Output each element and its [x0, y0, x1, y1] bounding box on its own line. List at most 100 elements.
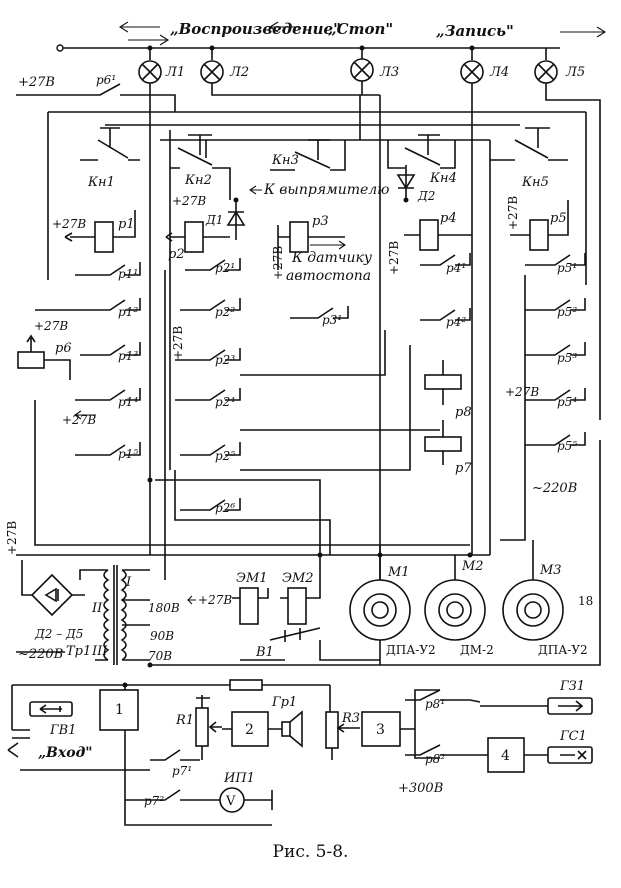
- block-label-3: 3: [376, 722, 385, 738]
- supply-27v-p1-4: +27В: [62, 413, 96, 427]
- button-kn2: [170, 134, 231, 200]
- switch-b1: [240, 627, 380, 661]
- diode-d1: [226, 200, 246, 240]
- speaker-gr1: [281, 710, 303, 748]
- button-label-kn2: Кн2: [184, 173, 212, 188]
- lower-frame: [11, 679, 331, 826]
- speaker-label-gr1: Гр1: [271, 695, 297, 710]
- contact-p5-4: p5⁴: [557, 395, 577, 409]
- resistor-r3: [325, 711, 360, 760]
- contact-p7-2: p7²: [144, 794, 164, 808]
- relay-coil-p6: [17, 334, 71, 380]
- block-1: [99, 689, 139, 731]
- voltmeter-label: ИП1: [223, 771, 255, 786]
- supply-vert-3: +27В: [506, 196, 520, 230]
- contact-p5-2: p5²: [557, 305, 577, 319]
- supply-300v: +300В: [398, 781, 443, 796]
- connector-gs1: [547, 746, 593, 764]
- lamp-l1: [138, 60, 162, 84]
- button-kn3: [270, 139, 346, 171]
- input-label: „Вход": [38, 745, 93, 761]
- lamp-label-l5: Л5: [565, 65, 585, 80]
- lamp-label-l4: Л4: [489, 65, 509, 80]
- supply-vert-5: +27В: [5, 521, 19, 555]
- relay-coil-p3: [277, 221, 345, 270]
- relay-label-p3: p3: [312, 214, 329, 229]
- electromagnet-em2: [280, 560, 321, 625]
- motor-type-m2: ДМ-2: [460, 643, 494, 657]
- note-to-rectifier: К выпрямителю: [263, 182, 390, 198]
- arrow-to-rectifier: [249, 185, 262, 195]
- motor-type-m1: ДПА-У2: [386, 643, 436, 657]
- winding-label-1: I: [125, 575, 132, 590]
- electromagnet-label-em2: ЭМ2: [282, 571, 314, 586]
- mode-label-record: „Запись": [436, 22, 514, 40]
- motor-label-m2: М2: [461, 559, 484, 574]
- lamp-l5: [534, 60, 558, 84]
- motor-m2: [424, 579, 486, 641]
- transformer-tr1: [79, 565, 150, 665]
- resistor-label-r1: R1: [175, 713, 194, 728]
- button-kn4: [387, 134, 456, 169]
- motor-m3: [502, 579, 564, 641]
- motor-type-m3: ДПА-У2: [538, 643, 588, 657]
- tap-label-180: 180В: [148, 601, 180, 615]
- arrow-to-sensor: [310, 240, 346, 250]
- block-label-4: 4: [501, 748, 510, 764]
- relay-coil-p4: [404, 219, 472, 251]
- supply-27v-p6: +27В: [34, 319, 68, 333]
- lamp-l2: [200, 60, 224, 84]
- contact-p1-4: p1⁴: [118, 395, 138, 409]
- supply-vert-4: +27В: [171, 326, 185, 360]
- mode-arrows: [118, 21, 607, 46]
- feed-lines: [16, 95, 526, 580]
- connector-label-gz1: ГЗ1: [559, 679, 585, 694]
- contact-p7-1: p7¹: [172, 764, 192, 778]
- note-to-sensor-2: автостопа: [286, 268, 371, 284]
- contact-p2-4: p2⁴: [215, 395, 235, 409]
- contact-p1-2: p1²: [118, 305, 138, 319]
- supply-top-27v: +27В: [18, 75, 55, 90]
- diode-d2: [396, 165, 416, 200]
- resistor-r1: [195, 695, 222, 760]
- mode-label-playback: „Воспроизведение": [170, 20, 341, 38]
- supply-vert-1: +27В: [271, 246, 285, 280]
- contact-p5-3: p5³: [557, 351, 577, 365]
- p8-1-contact: [405, 689, 481, 703]
- contact-p1-5: p1⁵: [118, 447, 138, 461]
- figure-caption: Рис. 5-8.: [272, 842, 349, 862]
- p7-2-contact: [125, 789, 222, 801]
- contact-p1-3: p1³: [118, 349, 138, 363]
- relay-contacts: [35, 253, 586, 511]
- contact-p4-1: p4¹: [446, 261, 466, 275]
- note-to-sensor-1: К датчику: [291, 250, 373, 266]
- bridge-rectifier: [21, 560, 85, 617]
- supply-27v-em: +27В: [198, 593, 232, 607]
- connector-gz1: [480, 697, 593, 715]
- contact-p2-5: p2⁵: [215, 449, 235, 463]
- motor-label-m3: М3: [539, 563, 562, 578]
- bridge-label: Д2 – Д5: [34, 627, 83, 641]
- connector-label-gs1: ГС1: [559, 729, 587, 744]
- lamp-label-l1: Л1: [165, 65, 185, 80]
- motor-feeders: [150, 440, 601, 666]
- block-label-2: 2: [245, 722, 254, 738]
- contact-p2-3: p2³: [215, 353, 235, 367]
- relay-coil-p5: [510, 200, 569, 251]
- block-label-1: 1: [115, 702, 124, 718]
- contact-p1-1: p1¹: [118, 267, 138, 281]
- lamp-l4: [460, 60, 484, 84]
- button-label-kn4: Кн4: [429, 171, 457, 186]
- electromagnet-label-em1: ЭМ1: [236, 571, 268, 586]
- p6-1-contact: [16, 83, 176, 112]
- connector-label-gv1: ГВ1: [49, 723, 76, 738]
- switch-label-b1: В1: [255, 645, 274, 660]
- tap-label-70: 70В: [148, 649, 172, 663]
- lamp-label-l2: Л2: [229, 65, 249, 80]
- junction-dots: [122, 45, 475, 688]
- relay-label-p7: p7: [455, 461, 472, 476]
- block-4: [487, 737, 525, 773]
- contact-p5-1: p5¹: [557, 261, 577, 275]
- p7-1-contact: [150, 749, 200, 761]
